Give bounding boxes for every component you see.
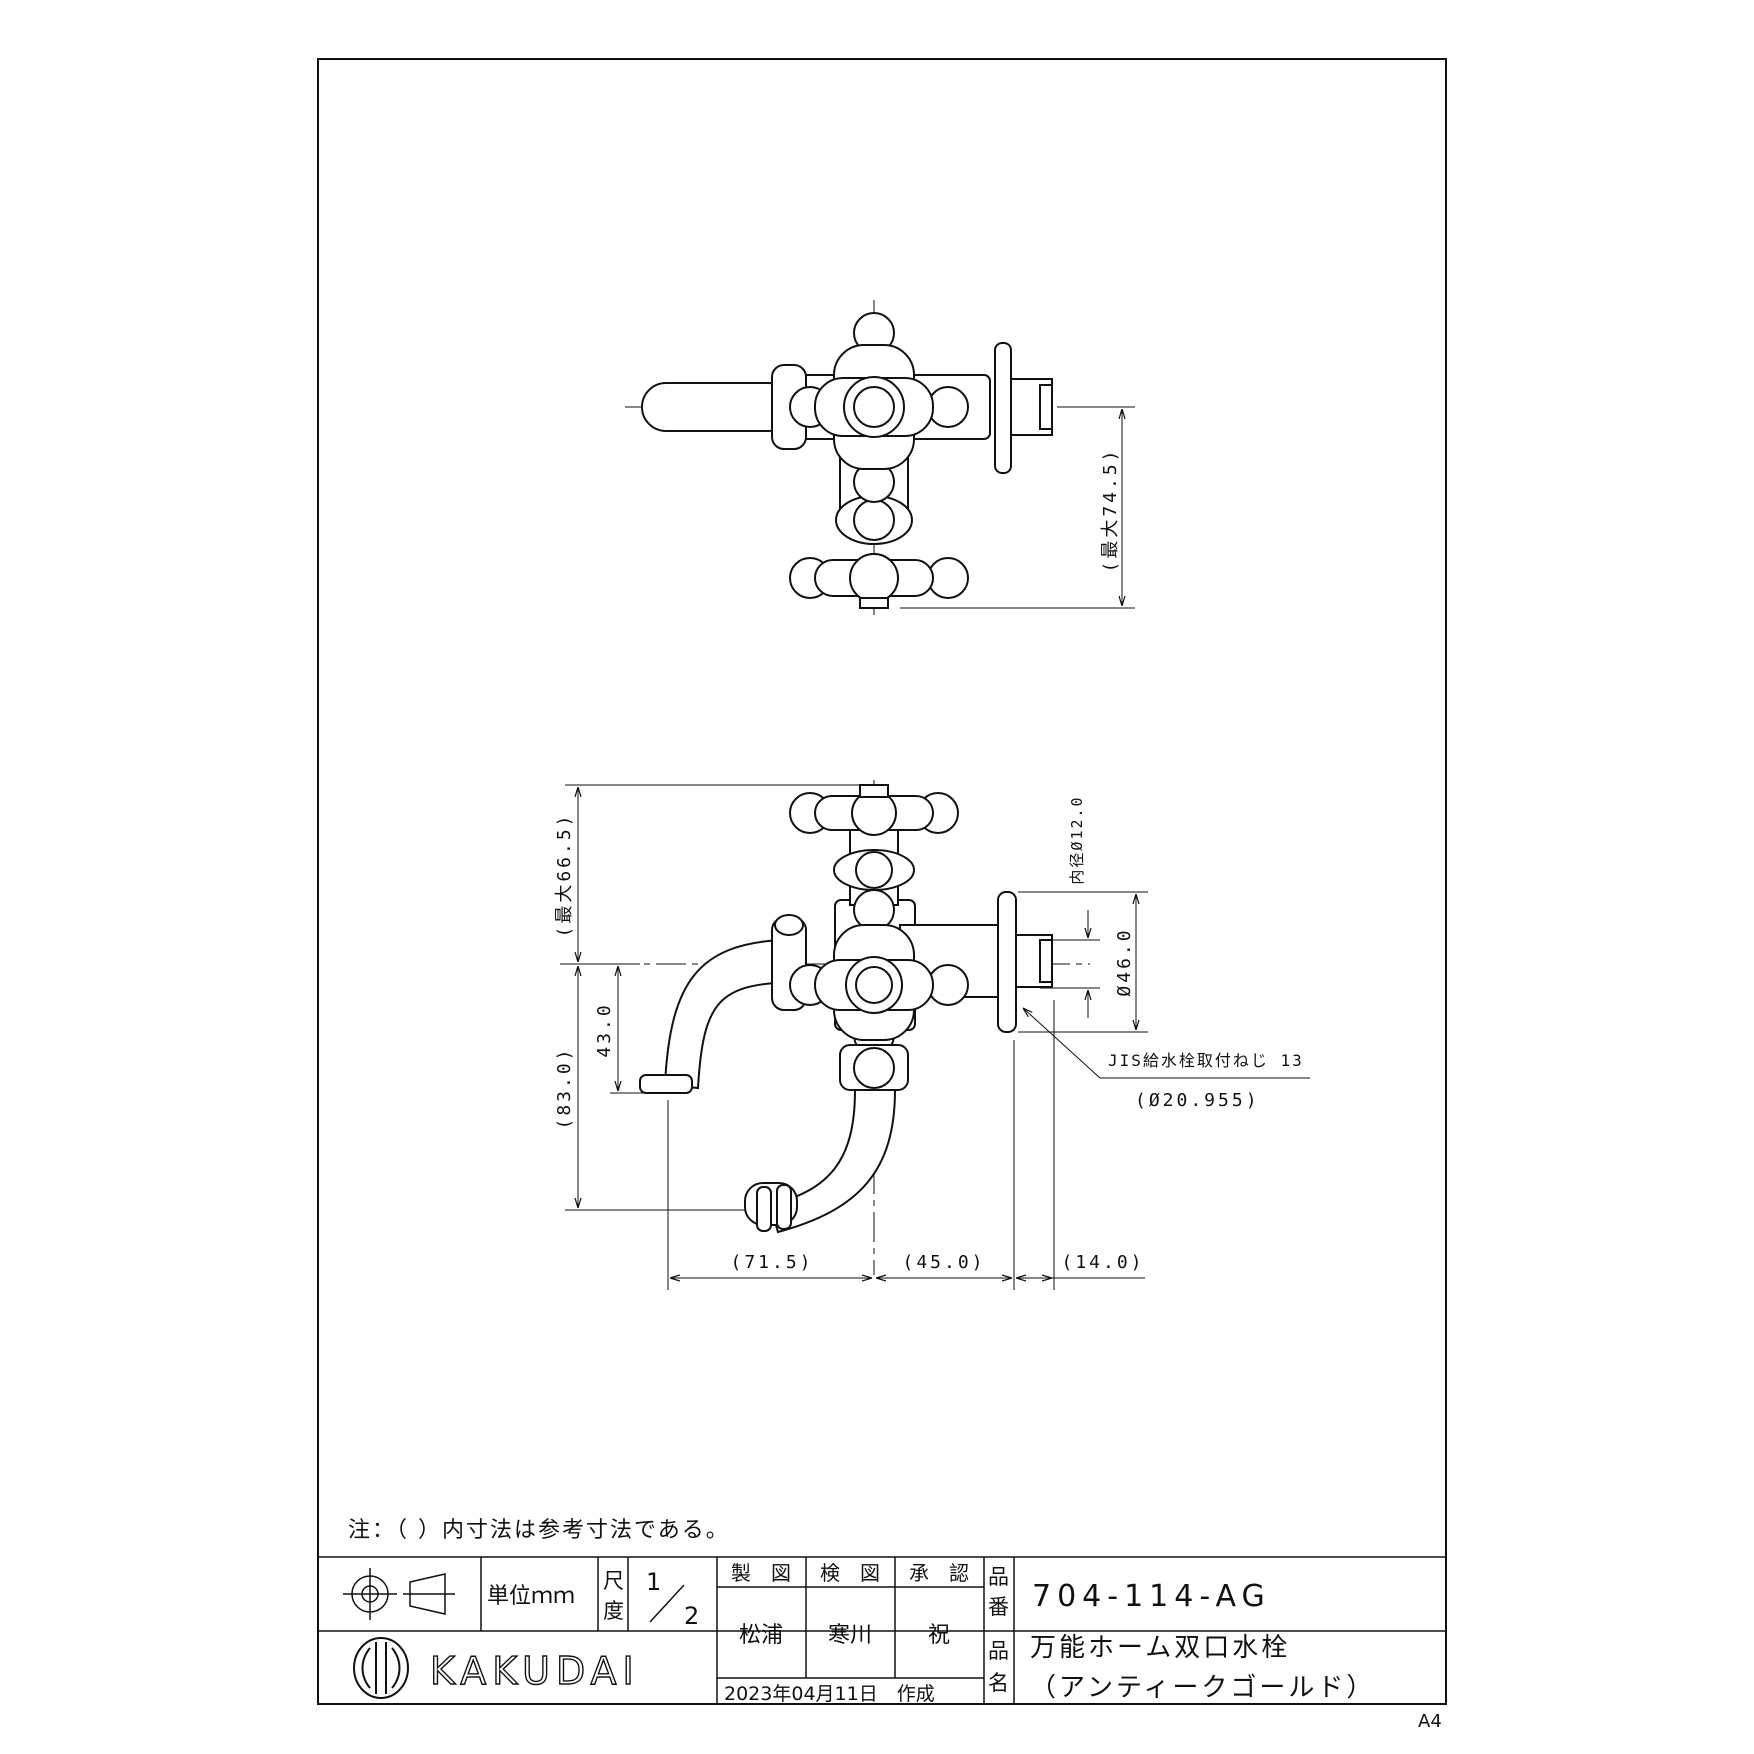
top-view	[625, 300, 1130, 615]
role-approved: 承 認	[909, 1561, 969, 1585]
title-block	[318, 1556, 1446, 1704]
role-drafted: 製 図	[731, 1561, 791, 1585]
scale-label-bottom: 度	[603, 1599, 624, 1623]
dim-max-height: (最大66.5)	[554, 812, 575, 937]
dim-body-to-wall: (45.0)	[902, 1252, 985, 1273]
part-number: 704-114-AG	[1032, 1579, 1271, 1614]
thread-callout: JIS給水栓取付ねじ 13	[1108, 1051, 1304, 1070]
product-name-line1: 万能ホーム双口水栓	[1030, 1633, 1290, 1663]
dim-inner-dia: 内径Ø12.0	[1068, 795, 1086, 884]
thread-diameter: (Ø20.955)	[1135, 1090, 1260, 1111]
scale-numerator: 1	[646, 1568, 661, 1596]
projection-symbol-icon	[343, 1568, 455, 1620]
name-checked: 寒川	[828, 1623, 872, 1648]
role-checked: 検 図	[820, 1561, 880, 1585]
product-name-line2: （アンティークゴールド）	[1030, 1673, 1375, 1703]
paper-size: A4	[1418, 1711, 1442, 1732]
brand-name: KAKUDAI	[430, 1649, 640, 1693]
sheet-border	[317, 58, 1447, 1705]
front-view	[560, 780, 1090, 1275]
part-no-label-bottom: 番	[988, 1595, 1009, 1619]
dim-thread-len: (14.0)	[1061, 1252, 1144, 1273]
top-view-dimension	[900, 406, 1135, 609]
dim-flange-dia: Ø46.0	[1114, 927, 1135, 996]
product-label-top: 品	[988, 1639, 1009, 1663]
product-label-bottom: 名	[988, 1671, 1009, 1695]
front-view-dimensions	[565, 784, 1310, 1290]
creation-date: 2023年04月11日 作成	[724, 1683, 935, 1705]
scale-denominator: 2	[684, 1602, 699, 1630]
name-approved: 祝	[928, 1623, 950, 1648]
unit-label: 単位ｍｍ	[487, 1584, 575, 1609]
dim-spout-reach: (71.5)	[730, 1252, 813, 1273]
reference-note: 注：（ ）内寸法は参考寸法である。	[348, 1518, 730, 1543]
dim-total-drop: (83.0)	[554, 1046, 575, 1129]
kakudai-logo	[353, 1637, 409, 1699]
dim-max-width: (最大74.5)	[1100, 447, 1121, 572]
name-drafted: 松浦	[739, 1623, 783, 1648]
part-no-label-top: 品	[988, 1565, 1009, 1589]
dim-spout-drop: 43.0	[594, 1002, 615, 1057]
scale-label-top: 尺	[603, 1569, 624, 1593]
scale-slash	[649, 1584, 685, 1623]
